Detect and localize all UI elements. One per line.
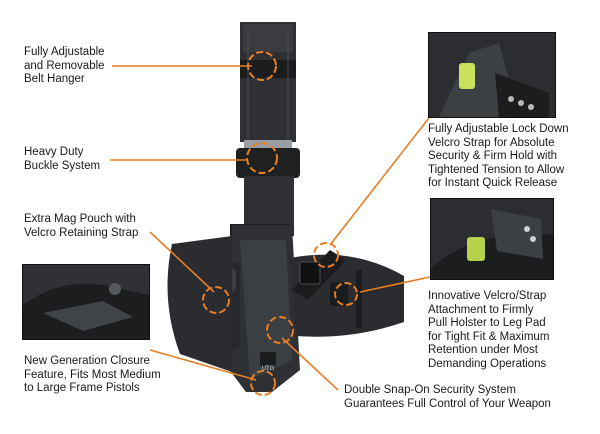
leg-pad-attachment-inset [430, 198, 554, 280]
lock-down-strap-inset [428, 32, 556, 118]
label-mag-pouch: Extra Mag Pouch with Velcro Retaining St… [24, 213, 139, 239]
label-snap-on-security: Double Snap-On Security System Guarantee… [344, 384, 551, 410]
belt-hanger-strap [230, 22, 300, 238]
label-leg-pad-attachment: Innovative Velcro/Strap Attachment to Fi… [428, 290, 550, 370]
label-lock-down-strap: Fully Adjustable Lock Down Velcro Strap … [428, 123, 569, 189]
closure-feature-inset [22, 264, 150, 340]
callout-circles [202, 51, 358, 396]
holster-body [222, 225, 300, 392]
label-belt-hanger: Fully Adjustable and Removable Belt Hang… [24, 46, 105, 85]
label-closure-feature: New Generation Closure Feature, Fits Mos… [24, 355, 161, 394]
utg-logo: UTG [262, 366, 275, 372]
label-buckle-system: Heavy Duty Buckle System [24, 146, 101, 172]
callout-lines [110, 65, 447, 391]
lock-down-strap [292, 250, 346, 300]
